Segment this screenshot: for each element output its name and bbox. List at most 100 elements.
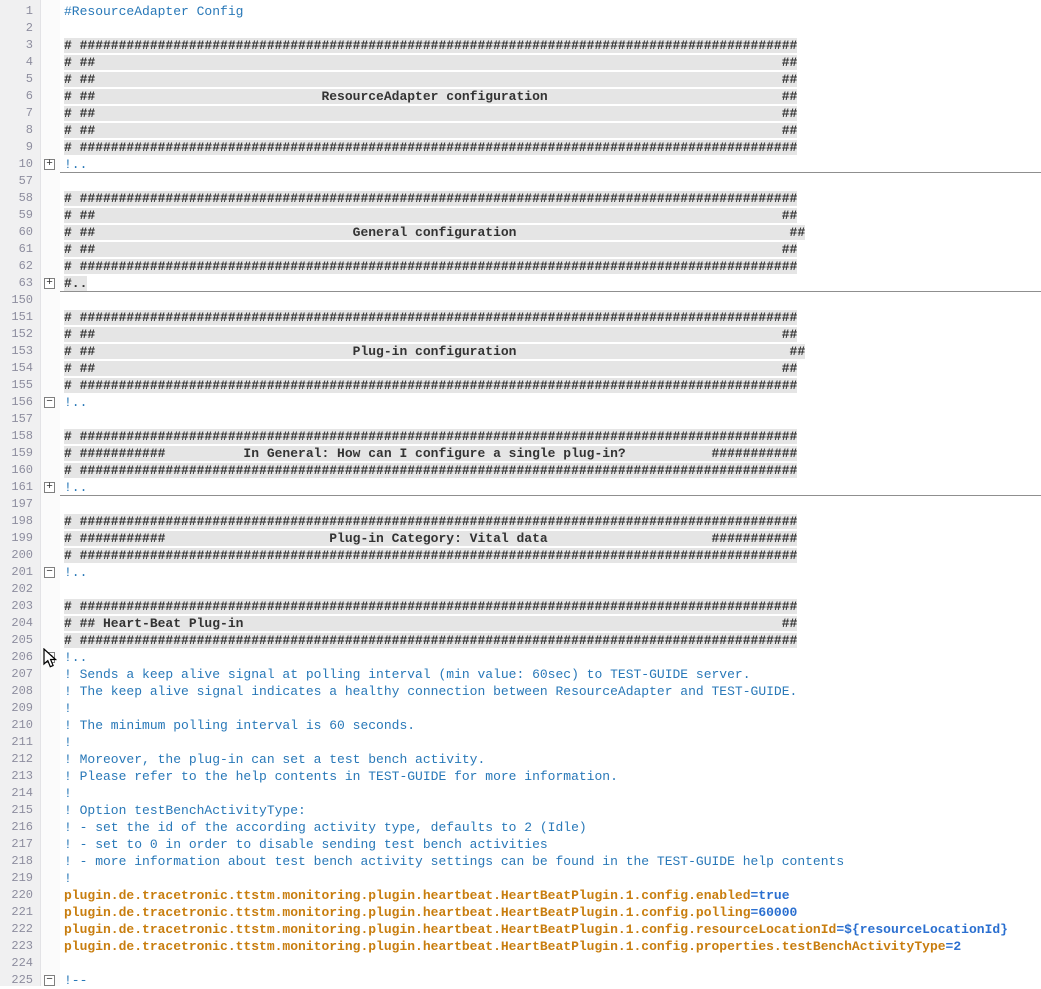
line-content[interactable]: plugin.de.tracetronic.ttstm.monitoring.p… (60, 921, 1041, 938)
line-number[interactable]: 161 (11, 480, 33, 494)
line-number[interactable]: 160 (11, 463, 33, 477)
line-content[interactable]: ! (60, 870, 1041, 887)
line-number[interactable]: 6 (25, 89, 33, 103)
line-number[interactable]: 212 (11, 752, 33, 766)
line-content[interactable]: ! - more information about test bench ac… (60, 853, 1041, 870)
line-number[interactable]: 221 (11, 905, 33, 919)
line-number[interactable]: 205 (11, 633, 33, 647)
line-content[interactable]: # ########### Plug-in Category: Vital da… (60, 530, 1041, 547)
line-number[interactable]: 4 (25, 55, 33, 69)
line-number[interactable]: 202 (11, 582, 33, 596)
line-number[interactable]: 159 (11, 446, 33, 460)
line-content[interactable]: # ######################################… (60, 139, 1041, 156)
line-content[interactable]: # ######################################… (60, 462, 1041, 479)
line-number[interactable]: 157 (11, 412, 33, 426)
line-number[interactable]: 224 (11, 956, 33, 970)
line-number[interactable]: 208 (11, 684, 33, 698)
line-content[interactable]: # ######################################… (60, 632, 1041, 649)
line-number[interactable]: 9 (25, 140, 33, 154)
line-number[interactable]: 198 (11, 514, 33, 528)
line-content[interactable]: plugin.de.tracetronic.ttstm.monitoring.p… (60, 887, 1041, 904)
line-content[interactable] (60, 581, 1041, 598)
line-content[interactable]: ! Sends a keep alive signal at polling i… (60, 666, 1041, 683)
line-number[interactable]: 58 (18, 191, 33, 205)
line-content[interactable]: plugin.de.tracetronic.ttstm.monitoring.p… (60, 904, 1041, 921)
line-number[interactable]: 219 (11, 871, 33, 885)
line-number[interactable]: 214 (11, 786, 33, 800)
line-content[interactable] (60, 411, 1041, 428)
line-content[interactable]: !.. (60, 394, 1041, 411)
line-content[interactable]: #ResourceAdapter Config (60, 3, 1041, 20)
line-content[interactable]: # ######################################… (60, 513, 1041, 530)
line-content[interactable] (60, 292, 1041, 309)
fold-collapse-icon[interactable]: − (44, 975, 55, 986)
line-number[interactable]: 60 (18, 225, 33, 239)
line-content[interactable]: ! Option testBenchActivityType: (60, 802, 1041, 819)
line-content[interactable] (60, 955, 1041, 972)
line-number[interactable]: 220 (11, 888, 33, 902)
line-content[interactable]: ! - set to 0 in order to disable sending… (60, 836, 1041, 853)
fold-expand-icon[interactable]: + (44, 278, 55, 289)
line-content[interactable]: # ######################################… (60, 258, 1041, 275)
line-number[interactable]: 223 (11, 939, 33, 953)
line-content[interactable]: # ## Plug-in configuration ## (60, 343, 1041, 360)
line-number[interactable]: 57 (18, 174, 33, 188)
line-number[interactable]: 225 (11, 973, 33, 987)
fold-expand-icon[interactable]: + (44, 482, 55, 493)
line-number[interactable]: 63 (18, 276, 33, 290)
line-number[interactable]: 216 (11, 820, 33, 834)
line-number[interactable]: 5 (25, 72, 33, 86)
line-number[interactable]: 206 (11, 650, 33, 664)
line-content[interactable]: # ## Heart-Beat Plug-in ## (60, 615, 1041, 632)
line-content[interactable]: ! (60, 700, 1041, 717)
line-content[interactable]: # ## ## (60, 71, 1041, 88)
line-number[interactable]: 1 (25, 4, 33, 18)
line-content[interactable]: # ## ## (60, 207, 1041, 224)
line-number[interactable]: 204 (11, 616, 33, 630)
line-number[interactable]: 201 (11, 565, 33, 579)
line-number[interactable]: 217 (11, 837, 33, 851)
line-content[interactable]: # ## ## (60, 54, 1041, 71)
line-number[interactable]: 8 (25, 123, 33, 137)
line-content[interactable]: # ## ## (60, 105, 1041, 122)
line-content[interactable]: # ######################################… (60, 428, 1041, 445)
line-number[interactable]: 213 (11, 769, 33, 783)
line-number[interactable]: 209 (11, 701, 33, 715)
line-number[interactable]: 158 (11, 429, 33, 443)
line-number[interactable]: 197 (11, 497, 33, 511)
line-content[interactable]: # ######################################… (60, 190, 1041, 207)
fold-expand-icon[interactable]: + (44, 159, 55, 170)
line-content[interactable]: # ########### In General: How can I conf… (60, 445, 1041, 462)
line-content[interactable] (60, 496, 1041, 513)
line-number[interactable]: 152 (11, 327, 33, 341)
line-content[interactable]: plugin.de.tracetronic.ttstm.monitoring.p… (60, 938, 1041, 955)
fold-collapse-icon[interactable]: − (44, 397, 55, 408)
line-content[interactable]: !.. (60, 649, 1041, 666)
line-content[interactable]: # ## ## (60, 360, 1041, 377)
line-number[interactable]: 210 (11, 718, 33, 732)
line-content[interactable]: # ## ## (60, 122, 1041, 139)
line-content[interactable]: # ######################################… (60, 377, 1041, 394)
line-content[interactable]: # ######################################… (60, 37, 1041, 54)
line-content[interactable]: # ## General configuration ## (60, 224, 1041, 241)
line-number[interactable]: 155 (11, 378, 33, 392)
line-content[interactable]: ! Moreover, the plug-in can set a test b… (60, 751, 1041, 768)
line-number[interactable]: 61 (18, 242, 33, 256)
line-number[interactable]: 2 (25, 21, 33, 35)
line-number[interactable]: 211 (11, 735, 33, 749)
line-content[interactable]: # ######################################… (60, 547, 1041, 564)
line-number[interactable]: 154 (11, 361, 33, 375)
line-content[interactable]: !.. (60, 479, 1041, 496)
line-content[interactable]: ! Please refer to the help contents in T… (60, 768, 1041, 785)
line-number[interactable]: 151 (11, 310, 33, 324)
line-number[interactable]: 10 (18, 157, 33, 171)
line-number[interactable]: 218 (11, 854, 33, 868)
line-number[interactable]: 153 (11, 344, 33, 358)
line-content[interactable]: !-- (60, 972, 1041, 989)
line-content[interactable] (60, 20, 1041, 37)
fold-collapse-icon[interactable]: − (44, 567, 55, 578)
line-number[interactable]: 59 (18, 208, 33, 222)
line-content[interactable]: ! (60, 734, 1041, 751)
line-content[interactable]: # ######################################… (60, 598, 1041, 615)
